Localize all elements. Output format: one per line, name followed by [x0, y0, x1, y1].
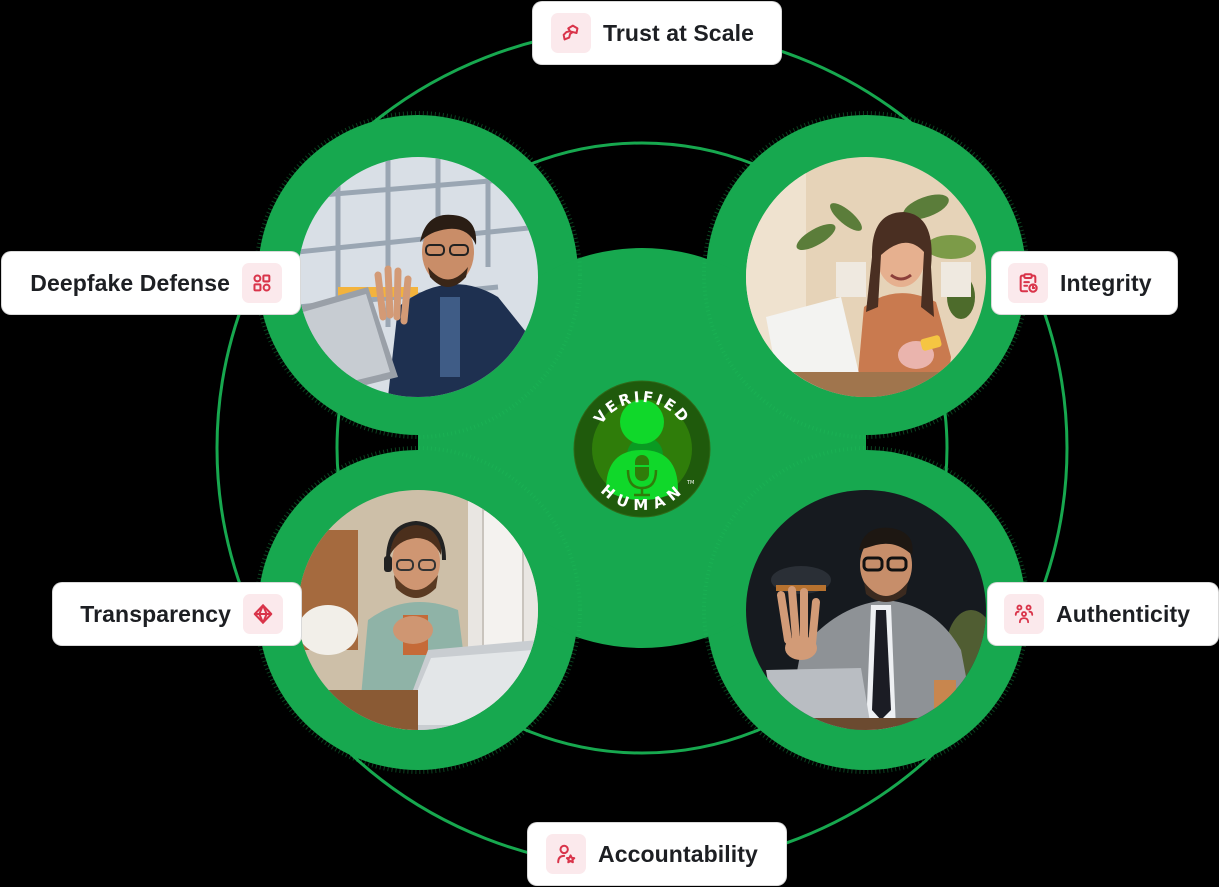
node-deepfake-defense[interactable]: Deepfake Defense: [2, 252, 300, 314]
node-integrity[interactable]: Integrity: [992, 252, 1177, 314]
node-label: Deepfake Defense: [30, 269, 230, 296]
photo-upper-right: [746, 157, 986, 397]
photo-lower-right: [746, 490, 986, 730]
node-trust-at-scale[interactable]: Trust at Scale: [533, 2, 781, 64]
user-star-icon: [546, 834, 586, 874]
photo-upper-left: [298, 157, 538, 397]
inner-ring: [335, 141, 949, 755]
node-authenticity[interactable]: Authenticity: [988, 583, 1218, 645]
handshake-link-icon: [551, 13, 591, 53]
verified-human-badge: VERIFIED HUMAN TM: [573, 380, 711, 518]
photo-lower-left: [298, 490, 538, 730]
node-transparency[interactable]: Transparency: [53, 583, 301, 645]
badge-trademark: TM: [686, 480, 694, 486]
node-label: Transparency: [80, 600, 231, 627]
node-accountability[interactable]: Accountability: [528, 823, 786, 885]
people-group-icon: [1004, 594, 1044, 634]
node-label: Integrity: [1060, 269, 1152, 296]
node-label: Trust at Scale: [603, 19, 754, 46]
diamond-prism-icon: [243, 594, 283, 634]
grid-shapes-icon: [242, 263, 282, 303]
node-label: Accountability: [598, 840, 758, 867]
clipboard-clock-icon: [1008, 263, 1048, 303]
node-label: Authenticity: [1056, 600, 1191, 627]
